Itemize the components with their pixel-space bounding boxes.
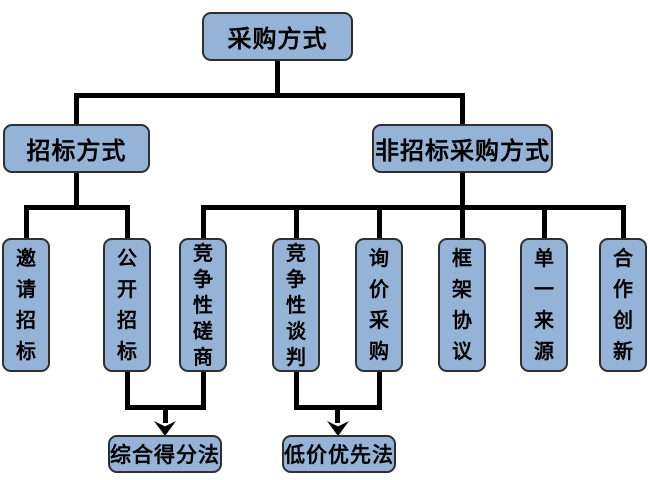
node-inquiry-procurement-label: 询价采购 xyxy=(369,246,389,363)
connector-tail-inquiry-procurement xyxy=(377,370,382,410)
connector-drop-competitive-negotiation xyxy=(294,205,299,239)
node-single-source: 单一来源 xyxy=(520,238,568,372)
connector-drop-non-bidding xyxy=(460,93,465,126)
arrow-down-scoring-icon xyxy=(154,421,176,436)
connector-drop-bidding xyxy=(74,93,79,126)
node-inquiry-procurement: 询价采购 xyxy=(355,238,403,372)
node-cooperative-innovation: 合作创新 xyxy=(599,238,647,372)
node-procurement-methods: 采购方式 xyxy=(202,12,353,61)
node-competitive-negotiation-label: 竞争性谈判 xyxy=(286,241,306,369)
connector-drop-framework-agreement xyxy=(460,205,465,239)
connector-tail-open-bidding xyxy=(125,370,130,410)
connector-drop-inquiry-procurement xyxy=(377,205,382,239)
node-non-bidding-methods: 非招标采购方式 xyxy=(372,124,553,173)
node-low-price-priority-method-label: 低价优先法 xyxy=(284,442,394,467)
node-non-bidding-methods-label: 非招标采购方式 xyxy=(375,136,550,165)
node-comprehensive-scoring-method: 综合得分法 xyxy=(108,435,222,473)
connector-bidding-bus xyxy=(24,205,130,210)
connector-non-bidding-bus xyxy=(201,205,626,210)
node-single-source-label: 单一来源 xyxy=(534,246,554,363)
connector-non-bidding-stem xyxy=(460,171,465,205)
connector-tail-competitive-negotiation xyxy=(294,370,299,410)
connector-bidding-stem xyxy=(74,171,79,205)
connector-tail-competitive-consultation xyxy=(201,370,206,410)
connector-drop-competitive-consultation xyxy=(201,205,206,239)
connector-drop-cooperative-innovation xyxy=(621,205,626,239)
node-framework-agreement: 框架协议 xyxy=(438,238,486,372)
arrow-down-low-price-icon xyxy=(327,421,349,436)
node-open-bidding: 公开招标 xyxy=(103,238,151,372)
node-open-bidding-label: 公开招标 xyxy=(117,246,137,363)
node-comprehensive-scoring-method-label: 综合得分法 xyxy=(110,442,220,467)
node-framework-agreement-label: 框架协议 xyxy=(452,246,472,363)
node-cooperative-innovation-label: 合作创新 xyxy=(613,246,633,363)
connector-drop-open-bidding xyxy=(125,205,130,239)
node-bidding-methods-label: 招标方式 xyxy=(26,136,127,165)
connector-drop-invited-bidding xyxy=(24,205,29,239)
connector-arrow-shaft-scoring xyxy=(163,405,168,423)
connector-drop-single-source xyxy=(542,205,547,239)
node-invited-bidding: 邀请招标 xyxy=(2,238,50,372)
connector-root-stem xyxy=(275,59,280,95)
node-low-price-priority-method: 低价优先法 xyxy=(282,435,396,473)
node-competitive-negotiation: 竞争性谈判 xyxy=(272,238,320,372)
connector-level1-bus xyxy=(74,93,465,98)
node-competitive-consultation: 竞争性磋商 xyxy=(179,238,227,372)
node-invited-bidding-label: 邀请招标 xyxy=(16,246,36,363)
connector-arrow-shaft-low-price xyxy=(335,405,340,423)
node-competitive-consultation-label: 竞争性磋商 xyxy=(193,241,213,369)
node-bidding-methods: 招标方式 xyxy=(3,124,150,173)
node-procurement-methods-label: 采购方式 xyxy=(227,24,328,53)
